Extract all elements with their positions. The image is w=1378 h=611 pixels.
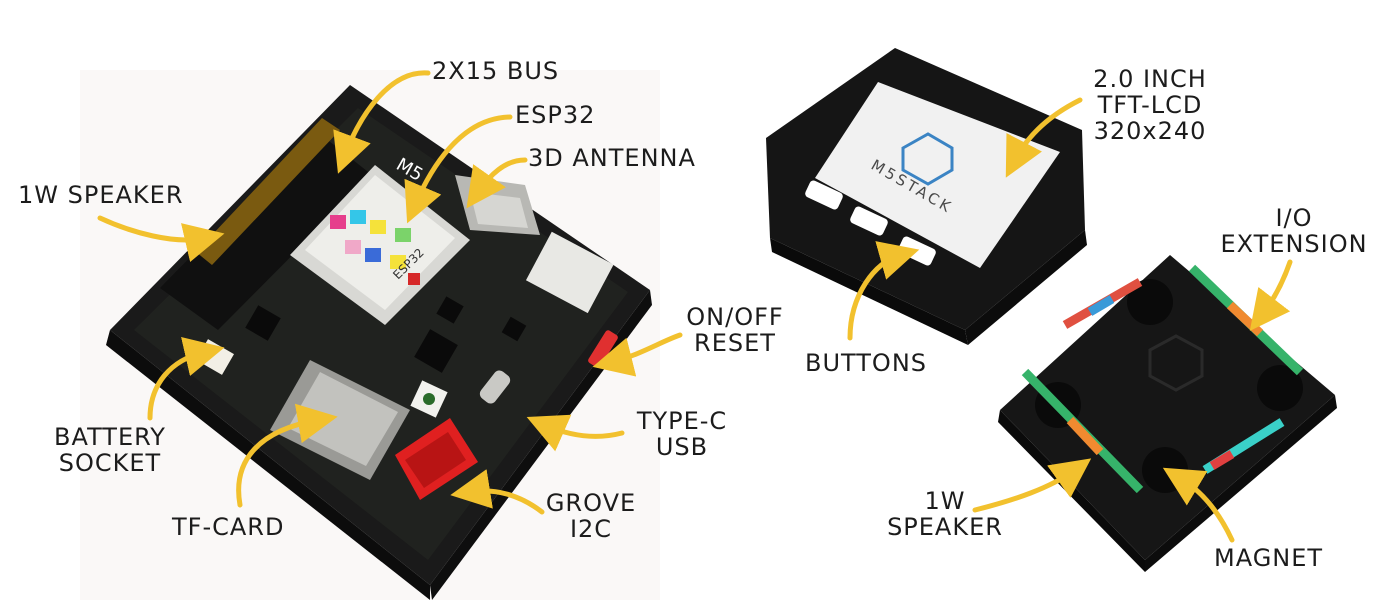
- label-io-line2: EXTENSION: [1220, 230, 1368, 258]
- button-b: [850, 206, 888, 236]
- arrow-lcd: [1005, 97, 1083, 178]
- arrow-magnet: [1162, 467, 1235, 543]
- label-magnet: MAGNET: [1214, 544, 1324, 572]
- label-io-extension: I/O EXTENSION: [1214, 205, 1374, 257]
- magnet: [1257, 365, 1303, 411]
- label-lcd-line1: 2.0 INCH: [1093, 65, 1207, 93]
- m5stack-logo-icon: [901, 132, 954, 186]
- label-grove-line1: GROVE: [545, 489, 637, 517]
- label-grove-line2: I2C: [569, 515, 613, 543]
- label-lcd-line3: 320x240: [1093, 117, 1207, 145]
- usb-c-port: [479, 370, 511, 404]
- label-on-off-line2: RESET: [694, 329, 776, 357]
- tft-lcd-screen: [815, 82, 1060, 268]
- label-1w-speaker-left: 1W SPEAKER: [18, 181, 184, 209]
- arrow-speaker-left: [97, 215, 225, 263]
- io-extension-strip: [1021, 264, 1304, 494]
- label-1w-speaker-right: 1W SPEAKER: [880, 488, 1010, 540]
- front-device: M5STACK: [766, 48, 1087, 345]
- label-io-line1: I/O: [1275, 204, 1313, 232]
- label-3d-antenna: 3D ANTENNA: [528, 144, 696, 172]
- label-battery-line1: BATTERY: [54, 423, 166, 451]
- callout-arrows: [97, 70, 1293, 543]
- arrow-type-c: [526, 414, 625, 452]
- label-tft-lcd: 2.0 INCH TFT-LCD 320x240: [1080, 66, 1220, 144]
- arrow-speaker-right: [972, 458, 1092, 513]
- label-type-c-line2: USB: [655, 433, 709, 461]
- pin-header-2x15: [160, 130, 372, 330]
- label-on-off-reset: ON/OFF RESET: [670, 304, 800, 356]
- label-on-off-line1: ON/OFF: [686, 303, 784, 331]
- chip: [414, 329, 458, 373]
- magnet: [1127, 279, 1173, 325]
- label-battery-socket: BATTERY SOCKET: [40, 424, 180, 476]
- arrow-grove: [450, 469, 545, 515]
- label-battery-line2: SOCKET: [58, 449, 162, 477]
- button-a: [805, 180, 843, 210]
- label-2x15-bus: 2X15 BUS: [432, 57, 560, 85]
- label-type-c-usb: TYPE-C USB: [622, 408, 742, 460]
- label-buttons: BUTTONS: [805, 349, 928, 377]
- arrow-buttons: [847, 241, 920, 341]
- back-device: [998, 255, 1337, 572]
- arrow-battery: [147, 336, 225, 421]
- arrow-io: [1249, 259, 1293, 331]
- arrow-antenna: [466, 157, 528, 209]
- embossed-logo-icon: [1148, 334, 1204, 392]
- arrow-bus: [333, 70, 431, 174]
- label-speaker-right-line1: 1W: [924, 487, 966, 515]
- speaker-strip: [196, 118, 340, 265]
- label-type-c-line1: TYPE-C: [636, 407, 728, 435]
- label-lcd-line2: TFT-LCD: [1097, 91, 1203, 119]
- magnet: [1142, 447, 1188, 493]
- arrow-on-off: [592, 332, 683, 377]
- label-tf-card: TF-CARD: [172, 513, 285, 541]
- arrow-tf-card: [236, 403, 338, 508]
- label-speaker-right-line2: SPEAKER: [887, 513, 1003, 541]
- arrow-esp32: [404, 114, 513, 224]
- label-grove-i2c: GROVE I2C: [536, 490, 646, 542]
- label-esp32: ESP32: [515, 101, 596, 129]
